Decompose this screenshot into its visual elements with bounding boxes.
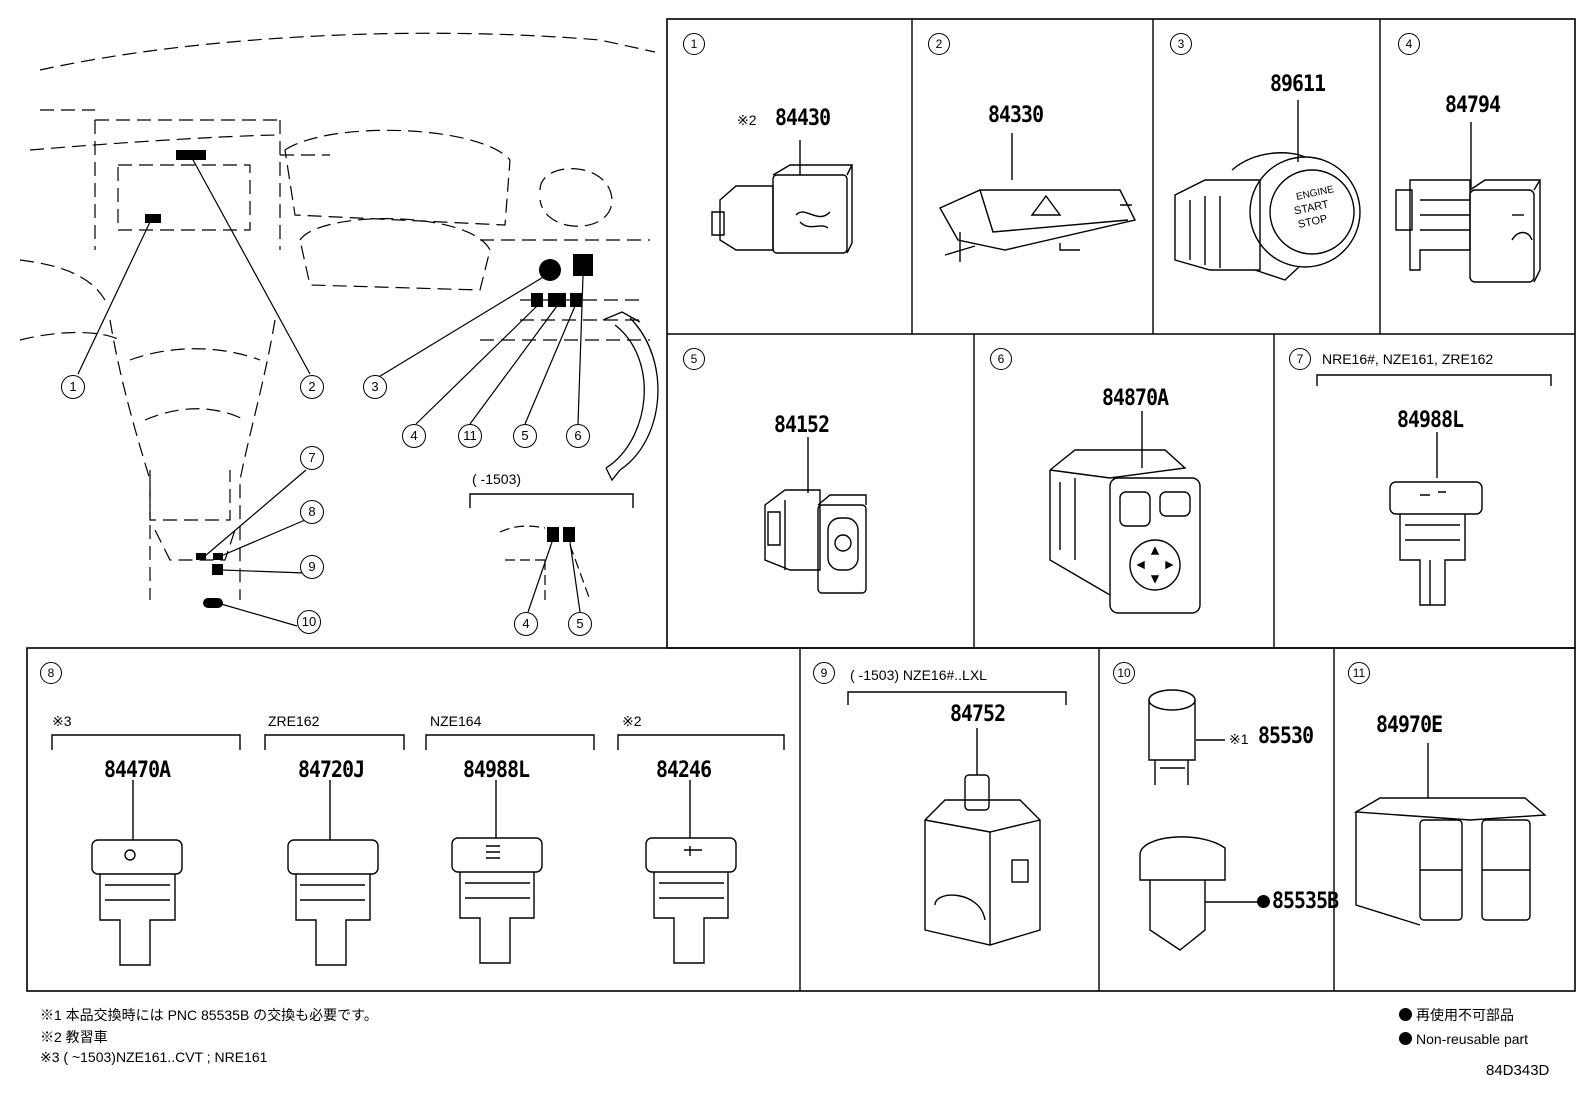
- callout-1: 1: [61, 375, 85, 399]
- panel-6-number: 6: [990, 348, 1012, 370]
- panel-7-condition: NRE16#, NZE161, ZRE162: [1322, 351, 1494, 367]
- panel-8-group-1-condition: ※3: [52, 713, 72, 729]
- panel-8-number: 8: [40, 662, 62, 684]
- callout-9: 9: [300, 555, 324, 579]
- panel-1-part-number: 84430: [775, 106, 831, 131]
- legend-english: Non-reusable part: [1399, 1031, 1528, 1047]
- panel-5-part-number: 84152: [774, 413, 830, 438]
- panel-6-part-number: 84870A: [1102, 386, 1169, 411]
- legend-dot-icon: [1399, 1032, 1412, 1045]
- callout-4: 4: [402, 424, 426, 448]
- callout-8: 8: [300, 500, 324, 524]
- callout-11: 11: [458, 424, 482, 448]
- panel-7-part-number: 84988L: [1397, 408, 1464, 433]
- legend-japanese: 再使用不可部品: [1399, 1005, 1514, 1025]
- panel-8-group-4-condition: ※2: [622, 713, 642, 729]
- panel-8-group-3-condition: NZE164: [430, 713, 482, 729]
- panel-3-part-number: 89611: [1270, 72, 1326, 97]
- panel-9-number: 9: [813, 662, 835, 684]
- inset-callout-5: 5: [568, 612, 592, 636]
- panel-4-number: 4: [1398, 33, 1420, 55]
- panel-11-number: 11: [1348, 662, 1370, 684]
- legend-japanese-text: 再使用不可部品: [1416, 1007, 1514, 1023]
- panel-8-group-2-part-number: 84720J: [298, 758, 365, 783]
- callout-2: 2: [300, 375, 324, 399]
- panel-9-part-number: 84752: [950, 702, 1006, 727]
- panel-8-group-4-part-number: 84246: [656, 758, 712, 783]
- callout-5: 5: [513, 424, 537, 448]
- legend-dot-icon: [1399, 1008, 1412, 1021]
- inset-callout-4: 4: [514, 612, 538, 636]
- footnote-1: ※1 本品交換時には PNC 85535B の交換も必要です。: [40, 1007, 378, 1023]
- footnote-3: ※3 ( ~1503)NZE161..CVT ; NRE161: [40, 1049, 268, 1065]
- panel-3-number: 3: [1170, 33, 1192, 55]
- callout-7: 7: [300, 446, 324, 470]
- panel-2-part-number: 84330: [988, 103, 1044, 128]
- legend-english-text: Non-reusable part: [1416, 1031, 1529, 1047]
- panel-4-part-number: 84794: [1445, 93, 1501, 118]
- panel-10-part-a-number: 85530: [1258, 724, 1314, 749]
- non-reusable-marker-icon: [1257, 895, 1270, 908]
- footnote-2: ※2 教習車: [40, 1029, 108, 1045]
- panel-10-part-b-number: 85535B: [1272, 889, 1339, 914]
- panel-8-group-1-part-number: 84470A: [104, 758, 171, 783]
- panel-2-number: 2: [928, 33, 950, 55]
- panel-10-number: 10: [1113, 662, 1135, 684]
- panel-1-number: 1: [683, 33, 705, 55]
- panel-1-mark: ※2: [737, 112, 757, 128]
- panel-10-part-a-mark: ※1: [1229, 731, 1249, 747]
- callout-10: 10: [297, 610, 321, 634]
- panel-8-group-2-condition: ZRE162: [268, 713, 320, 729]
- panel-7-number: 7: [1289, 348, 1311, 370]
- panel-9-condition: ( -1503) NZE16#..LXL: [850, 667, 987, 683]
- callout-3: 3: [363, 375, 387, 399]
- inset-label: ( -1503): [472, 471, 522, 487]
- panel-11-part-number: 84970E: [1376, 713, 1443, 738]
- diagram-code: 84D343D: [1486, 1062, 1550, 1079]
- callout-6: 6: [566, 424, 590, 448]
- panel-5-number: 5: [683, 348, 705, 370]
- panel-8-group-3-part-number: 84988L: [463, 758, 530, 783]
